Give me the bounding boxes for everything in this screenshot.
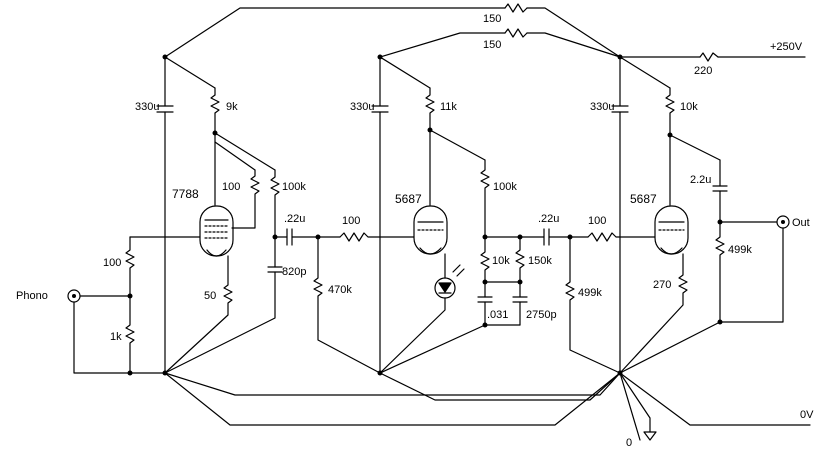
label-phono: Phono xyxy=(16,290,48,302)
resistor-50 xyxy=(164,255,233,374)
label-0v: 0V xyxy=(800,409,814,421)
label-100-stage3: 100 xyxy=(588,215,606,227)
cap-330u-1 xyxy=(156,56,174,374)
resistor-1k xyxy=(125,295,135,374)
cap-820p xyxy=(164,236,283,374)
resistor-10k-mid xyxy=(480,236,521,283)
resistor-499k-out xyxy=(715,221,784,323)
resistor-9k xyxy=(210,87,220,134)
resistor-220 xyxy=(699,52,719,62)
resistor-100k-2 xyxy=(480,159,490,238)
label-100-input: 100 xyxy=(103,257,121,269)
label-150k: 150k xyxy=(528,255,552,267)
resistor-100-input xyxy=(125,236,135,297)
label-270: 270 xyxy=(653,279,671,291)
resistor-100-stage2 xyxy=(339,232,415,242)
out-jack xyxy=(776,215,790,229)
label-100-feedback: 100 xyxy=(222,181,240,193)
label-820p: 820p xyxy=(282,266,306,278)
label-50: 50 xyxy=(204,290,216,302)
label-220: 220 xyxy=(694,65,712,77)
label-100k-1: 100k xyxy=(282,181,306,193)
resistor-150k xyxy=(515,236,525,283)
ground-network xyxy=(164,372,811,441)
junction-dots xyxy=(127,54,723,376)
cap-330u-2 xyxy=(371,56,389,374)
label-330u-3: 330u xyxy=(590,101,614,113)
phono-jack xyxy=(67,289,166,374)
label-330u-2: 330u xyxy=(350,101,374,113)
resistor-11k xyxy=(425,87,435,131)
label-9k: 9k xyxy=(226,101,238,113)
resistor-150-second xyxy=(504,28,528,38)
label-supply: +250V xyxy=(770,41,803,53)
label-tube-7788: 7788 xyxy=(172,187,199,201)
label-out: Out xyxy=(792,217,810,229)
label-100-stage2: 100 xyxy=(342,215,360,227)
resistor-100-stage3 xyxy=(587,232,656,242)
cap-22u-1 xyxy=(286,228,293,246)
label-22u-2: .22u xyxy=(538,213,559,225)
label-10k-top: 10k xyxy=(680,101,698,113)
label-330u-1: 330u xyxy=(135,101,159,113)
label-tube-5687-2: 5687 xyxy=(630,192,657,206)
cap-330u-3 xyxy=(611,56,629,374)
resistor-10k-top xyxy=(665,87,675,136)
label-11k: 11k xyxy=(440,101,457,113)
label-1k: 1k xyxy=(110,331,122,343)
cap-2750p xyxy=(379,281,528,374)
label-150-top: 150 xyxy=(483,13,501,25)
resistor-100k-1 xyxy=(270,169,280,238)
label-0: 0 xyxy=(626,437,632,449)
label-150-second: 150 xyxy=(483,39,501,51)
label-499k-mid: 499k xyxy=(578,287,602,299)
supply-wiring xyxy=(164,7,806,89)
label-2750p: 2750p xyxy=(526,309,557,321)
resistor-470k xyxy=(313,236,381,374)
label-100k-2: 100k xyxy=(493,181,517,193)
resistor-150-top xyxy=(504,3,528,13)
label-031: .031 xyxy=(487,309,508,321)
label-22u-1: .22u xyxy=(284,213,305,225)
label-470k: 470k xyxy=(328,284,352,296)
label-2-2u: 2.2u xyxy=(690,174,711,186)
tube-7788 xyxy=(199,205,234,257)
tube-5687-1 xyxy=(413,205,448,255)
resistor-100-feedback xyxy=(231,169,260,229)
tube-5687-2 xyxy=(654,205,689,255)
label-499k-out: 499k xyxy=(728,244,752,256)
label-tube-5687-1: 5687 xyxy=(395,192,422,206)
resistor-270 xyxy=(619,253,688,374)
label-10k-mid: 10k xyxy=(492,255,510,267)
resistor-499k-mid xyxy=(565,236,621,374)
cap-22u-2 xyxy=(543,228,550,246)
cap-2-2u xyxy=(712,159,778,223)
led-indicator xyxy=(379,253,465,374)
